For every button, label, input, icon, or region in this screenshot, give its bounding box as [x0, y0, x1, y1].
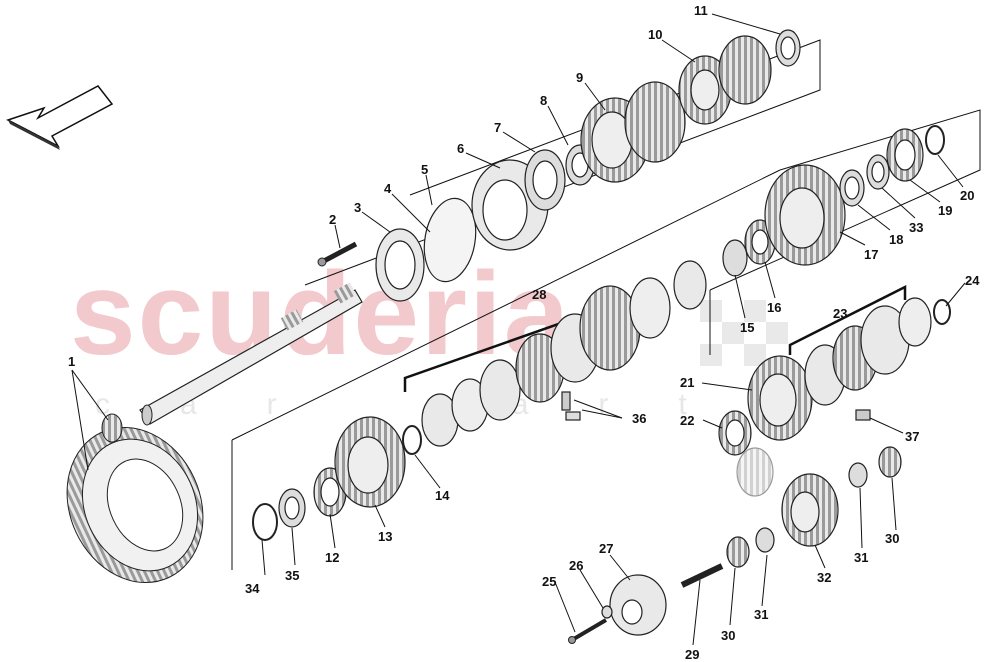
- callout-28: 28: [532, 287, 546, 302]
- bearing-3: [375, 228, 425, 302]
- callout-19: 19: [938, 203, 952, 218]
- callout-31-upper: 31: [854, 550, 868, 565]
- plate-5: [423, 197, 477, 283]
- callout-23: 23: [833, 306, 847, 321]
- callout-16: 16: [767, 300, 781, 315]
- washer-26: [601, 605, 613, 619]
- spring-detent-36: [561, 391, 581, 421]
- gear-10: [678, 35, 772, 125]
- callout-26: 26: [569, 558, 583, 573]
- washer-31a: [848, 462, 868, 488]
- pinion-gear: [736, 447, 774, 497]
- clip-24: [933, 299, 951, 325]
- callout-25: 25: [542, 574, 556, 589]
- callout-35: 35: [285, 568, 299, 583]
- callout-36: 36: [632, 411, 646, 426]
- callout-11: 11: [694, 3, 708, 18]
- ring-18: [839, 169, 865, 207]
- callout-29: 29: [685, 647, 699, 662]
- ring-gear: [66, 413, 204, 584]
- callout-20: 20: [960, 188, 974, 203]
- ring-35: [278, 488, 306, 528]
- callout-17: 17: [864, 247, 878, 262]
- synchro-assembly-23: [804, 297, 932, 406]
- ring-11: [775, 29, 801, 67]
- clip-20: [925, 125, 945, 155]
- callout-30-lower: 30: [721, 628, 735, 643]
- bolt-25: [568, 618, 608, 644]
- callout-3: 3: [354, 200, 361, 215]
- gear-13: [334, 416, 406, 508]
- gear-17: [764, 164, 846, 266]
- ring-34: [252, 503, 278, 541]
- synchro-assembly-28: [421, 260, 707, 447]
- pump-27: [609, 574, 667, 636]
- gear-9: [580, 81, 686, 183]
- callout-14: 14: [435, 488, 450, 503]
- shift-pad-37: [855, 409, 871, 421]
- bearing-22: [718, 410, 752, 456]
- callout-31-lower: 31: [754, 607, 768, 622]
- callout-22: 22: [680, 413, 694, 428]
- callout-numbers: 1 2 3 4 5 6 7 8 9 10 11 12 13 14 15 16 1…: [68, 3, 980, 662]
- callout-32: 32: [817, 570, 831, 585]
- bearing-30a: [878, 446, 902, 478]
- clip-14: [402, 425, 422, 455]
- callout-6: 6: [457, 141, 464, 156]
- ring-33: [866, 154, 890, 190]
- callout-37: 37: [905, 429, 919, 444]
- callout-4: 4: [384, 181, 392, 196]
- callout-13: 13: [378, 529, 392, 544]
- bearing-7: [524, 149, 566, 211]
- bolt-2: [317, 241, 358, 267]
- callout-1: 1: [68, 354, 75, 369]
- washer-31b: [755, 527, 775, 553]
- direction-arrow-icon: [6, 85, 114, 150]
- bearing-19: [886, 128, 924, 182]
- callout-18: 18: [889, 232, 903, 247]
- bearing-30b: [726, 536, 750, 568]
- callout-5: 5: [421, 162, 428, 177]
- callout-27: 27: [599, 541, 613, 556]
- callout-30-upper: 30: [885, 531, 899, 546]
- callout-7: 7: [494, 120, 501, 135]
- callout-9: 9: [576, 70, 583, 85]
- gear-32: [781, 473, 839, 547]
- callout-15: 15: [740, 320, 754, 335]
- callout-24: 24: [965, 273, 980, 288]
- callout-10: 10: [648, 27, 662, 42]
- input-shaft: [139, 282, 363, 426]
- callout-12: 12: [325, 550, 339, 565]
- sleeve-15: [722, 239, 748, 277]
- callout-34: 34: [245, 581, 260, 596]
- callout-33: 33: [909, 220, 923, 235]
- callout-8: 8: [540, 93, 547, 108]
- callout-21: 21: [680, 375, 694, 390]
- callout-2: 2: [329, 212, 336, 227]
- gear-21: [747, 355, 813, 441]
- leader-lines: [71, 13, 966, 646]
- checkered-flag-watermark: [700, 300, 788, 366]
- pin-29: [680, 563, 724, 588]
